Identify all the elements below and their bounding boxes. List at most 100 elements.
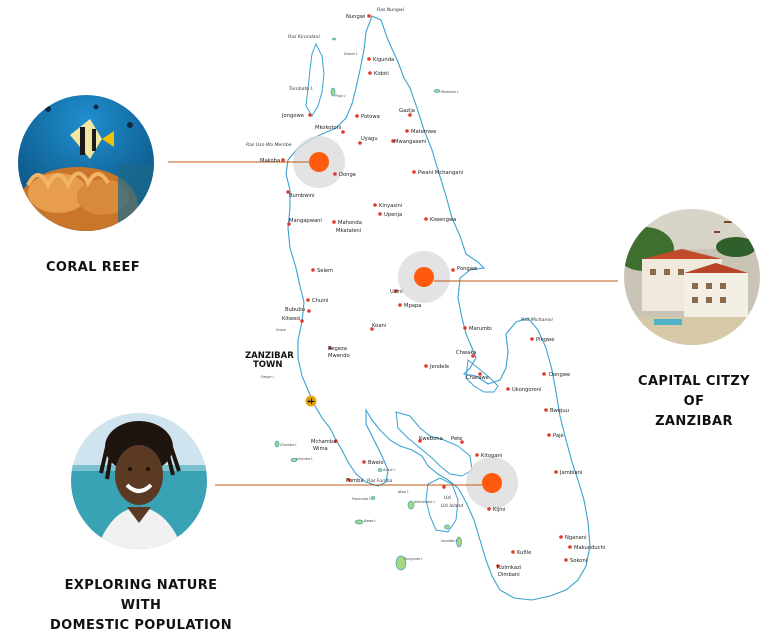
town-label: Pete	[451, 436, 462, 442]
islet-label: Grave	[276, 328, 286, 332]
town-label: Matemwe	[411, 129, 436, 135]
town-label: Uzini	[390, 289, 403, 295]
islet-label: Pange I.	[261, 375, 275, 379]
caption-nature-line2: DOMESTIC POPULATION	[49, 618, 233, 633]
town-dots	[281, 14, 572, 568]
town-label: Marumbi	[469, 326, 492, 332]
town-label: Kiwengwa	[430, 217, 456, 223]
coral-reef-photo	[18, 95, 154, 231]
caption-exploring-nature: EXPLORING NATURE WITH DOMESTIC POPULATIO…	[46, 576, 236, 636]
place-label-ras-michamvi: Ras Michamvi	[521, 317, 554, 323]
town-label: Nganani	[565, 535, 587, 541]
islet-label: Chumbe I.	[280, 443, 297, 447]
town-label: Ukongoroni	[512, 387, 541, 393]
town-label: Kinyasini	[379, 203, 402, 209]
zanzibar-town-title: ZANZIBAR	[245, 351, 294, 361]
place-label-uzi: Uzi	[444, 495, 452, 501]
place-label-ras-kirundani: Ras Kirundani	[288, 34, 321, 40]
capital-city-image	[624, 209, 760, 345]
town-label: Kwebona	[419, 436, 443, 442]
town-label: Mpapa	[404, 303, 421, 309]
town-label: Dongwe	[549, 372, 570, 378]
caption-capital-line1: CAPITAL CITZY OF	[638, 374, 750, 409]
islet-label: Bawe I.	[364, 519, 376, 523]
town-label: Gazija	[399, 108, 415, 114]
town-label: Bumbwini	[289, 193, 315, 199]
town-label: Mangapwani	[289, 218, 322, 224]
islet-label: Nissi I.	[398, 490, 409, 494]
fish-icon	[70, 119, 114, 159]
chwaka-bay-coast	[465, 359, 499, 393]
islet-label: Niamembe I.	[414, 500, 436, 504]
islet-label: Mnemba I.	[441, 90, 459, 94]
town-label: Uyagu	[361, 136, 378, 142]
town-label: Kitogani	[481, 453, 502, 459]
town-label: Regeza	[328, 346, 347, 352]
town-label: Pingwe	[536, 337, 554, 343]
town-label: Jongowe	[281, 113, 304, 119]
caption-capital-city: CAPITAL CITZY OF ZANZIBAR	[626, 372, 762, 432]
town-label: Mwendo	[328, 353, 350, 359]
town-label: Kijini	[493, 507, 505, 513]
islet-label: Popo I.	[335, 94, 347, 98]
town-label: Kitwesi	[282, 316, 300, 322]
town-label: Jambiani	[559, 470, 582, 476]
caption-nature-line1: EXPLORING NATURE WITH	[64, 578, 218, 613]
highlight-core-coral[interactable]	[309, 152, 329, 172]
highlight-core-nature[interactable]	[482, 473, 502, 493]
town-label: Paje	[553, 433, 564, 439]
town-label: Donge	[339, 172, 356, 178]
islets	[274, 37, 462, 571]
place-label-uzi-island: Uzi Island	[441, 503, 463, 509]
uzi-island-shape	[425, 477, 459, 533]
town-label: Charawe	[466, 375, 489, 381]
highlight-core-capital[interactable]	[414, 267, 434, 287]
town-label: Mahonda	[338, 220, 362, 226]
town-label: Mkokotoni	[315, 125, 341, 131]
unguja-coastline	[285, 15, 591, 601]
islet-label: Ukombe I.	[296, 457, 313, 461]
town-label: Mchamba	[311, 439, 336, 445]
local-man-image	[71, 413, 207, 549]
zanzibar-town-subtitle: TOWN	[253, 360, 283, 370]
town-label: Dimbani	[498, 572, 520, 578]
airplane-icon	[305, 395, 317, 407]
town-label: Upenja	[384, 212, 402, 218]
town-label: Kizimkazi	[497, 565, 521, 571]
connector-lines	[168, 161, 618, 486]
islet-label: Sume I.	[383, 468, 396, 472]
town-label: Mwangaseni	[394, 139, 426, 145]
islet-label: Pungume I.	[404, 557, 423, 561]
caption-coral-reef: CORAL REEF	[28, 258, 158, 278]
caption-capital-line2: ZANZIBAR	[655, 414, 733, 429]
town-label: Kigunda	[373, 57, 394, 63]
islet-label: Vundwe I.	[441, 539, 458, 543]
town-label: Sokoni	[570, 558, 587, 564]
capital-city-photo	[624, 209, 760, 345]
menai-bay-coast	[395, 411, 473, 477]
town-label: Potowa	[361, 114, 380, 120]
town-labels: Nungwi Kigunda Kidoti Jongowe Potowa Gaz…	[260, 14, 605, 578]
town-label: Chwaka	[456, 350, 476, 356]
place-label-ras-nungwi: Ras Nungwi	[377, 7, 405, 13]
town-label: Mkataleni	[336, 228, 361, 234]
place-labels: Ras Nungwi Ras Kirundani Tumbatu I. Ras …	[246, 7, 554, 509]
town-label: Pwani Mchangani	[418, 170, 463, 176]
domestic-population-photo	[71, 413, 207, 549]
town-label: Makoba	[260, 158, 280, 164]
town-label: Selem	[317, 268, 333, 274]
town-label: Bwejuu	[550, 408, 569, 414]
town-label: Wima	[313, 446, 328, 452]
islet-label: Daloni I.	[344, 52, 358, 56]
town-label: Chuini	[312, 298, 328, 304]
coral-reef-image	[18, 95, 154, 231]
town-label: Koani	[372, 323, 386, 329]
town-label: Makunduchi	[574, 545, 605, 551]
caption-coral-line: CORAL REEF	[45, 260, 141, 275]
tumbatu-island	[305, 42, 325, 117]
town-label: Fumba	[346, 478, 364, 484]
town-label: Bububu	[285, 307, 305, 313]
place-label-ras-uso: Ras Uso Wa Membe	[246, 142, 292, 148]
islet-labels: Daloni I. Popo I. Mnemba I. Grave Pange …	[261, 52, 459, 561]
